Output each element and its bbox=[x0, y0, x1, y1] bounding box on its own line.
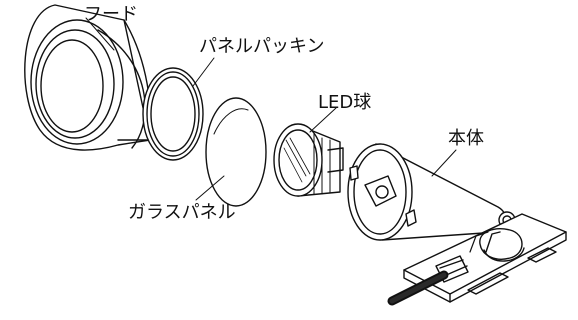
bracket-part bbox=[403, 213, 567, 303]
glass-leader bbox=[195, 175, 225, 201]
glass-panel-label: ガラスパネル bbox=[128, 202, 236, 223]
glass-panel-part bbox=[205, 97, 267, 207]
led-bulb-part bbox=[273, 123, 344, 197]
led-leader bbox=[309, 107, 337, 133]
body-part bbox=[347, 143, 516, 241]
packing-leader bbox=[192, 57, 215, 87]
body-leader bbox=[431, 149, 457, 177]
body-label: 本体 bbox=[448, 128, 484, 149]
hood-part bbox=[24, 4, 152, 151]
led-bulb-label: LED球 bbox=[318, 92, 372, 113]
panel-packing-label: パネルパッキン bbox=[199, 36, 325, 57]
panel-packing-part bbox=[142, 67, 204, 161]
hood-leader bbox=[85, 17, 115, 51]
hood-label: フード bbox=[84, 4, 138, 25]
